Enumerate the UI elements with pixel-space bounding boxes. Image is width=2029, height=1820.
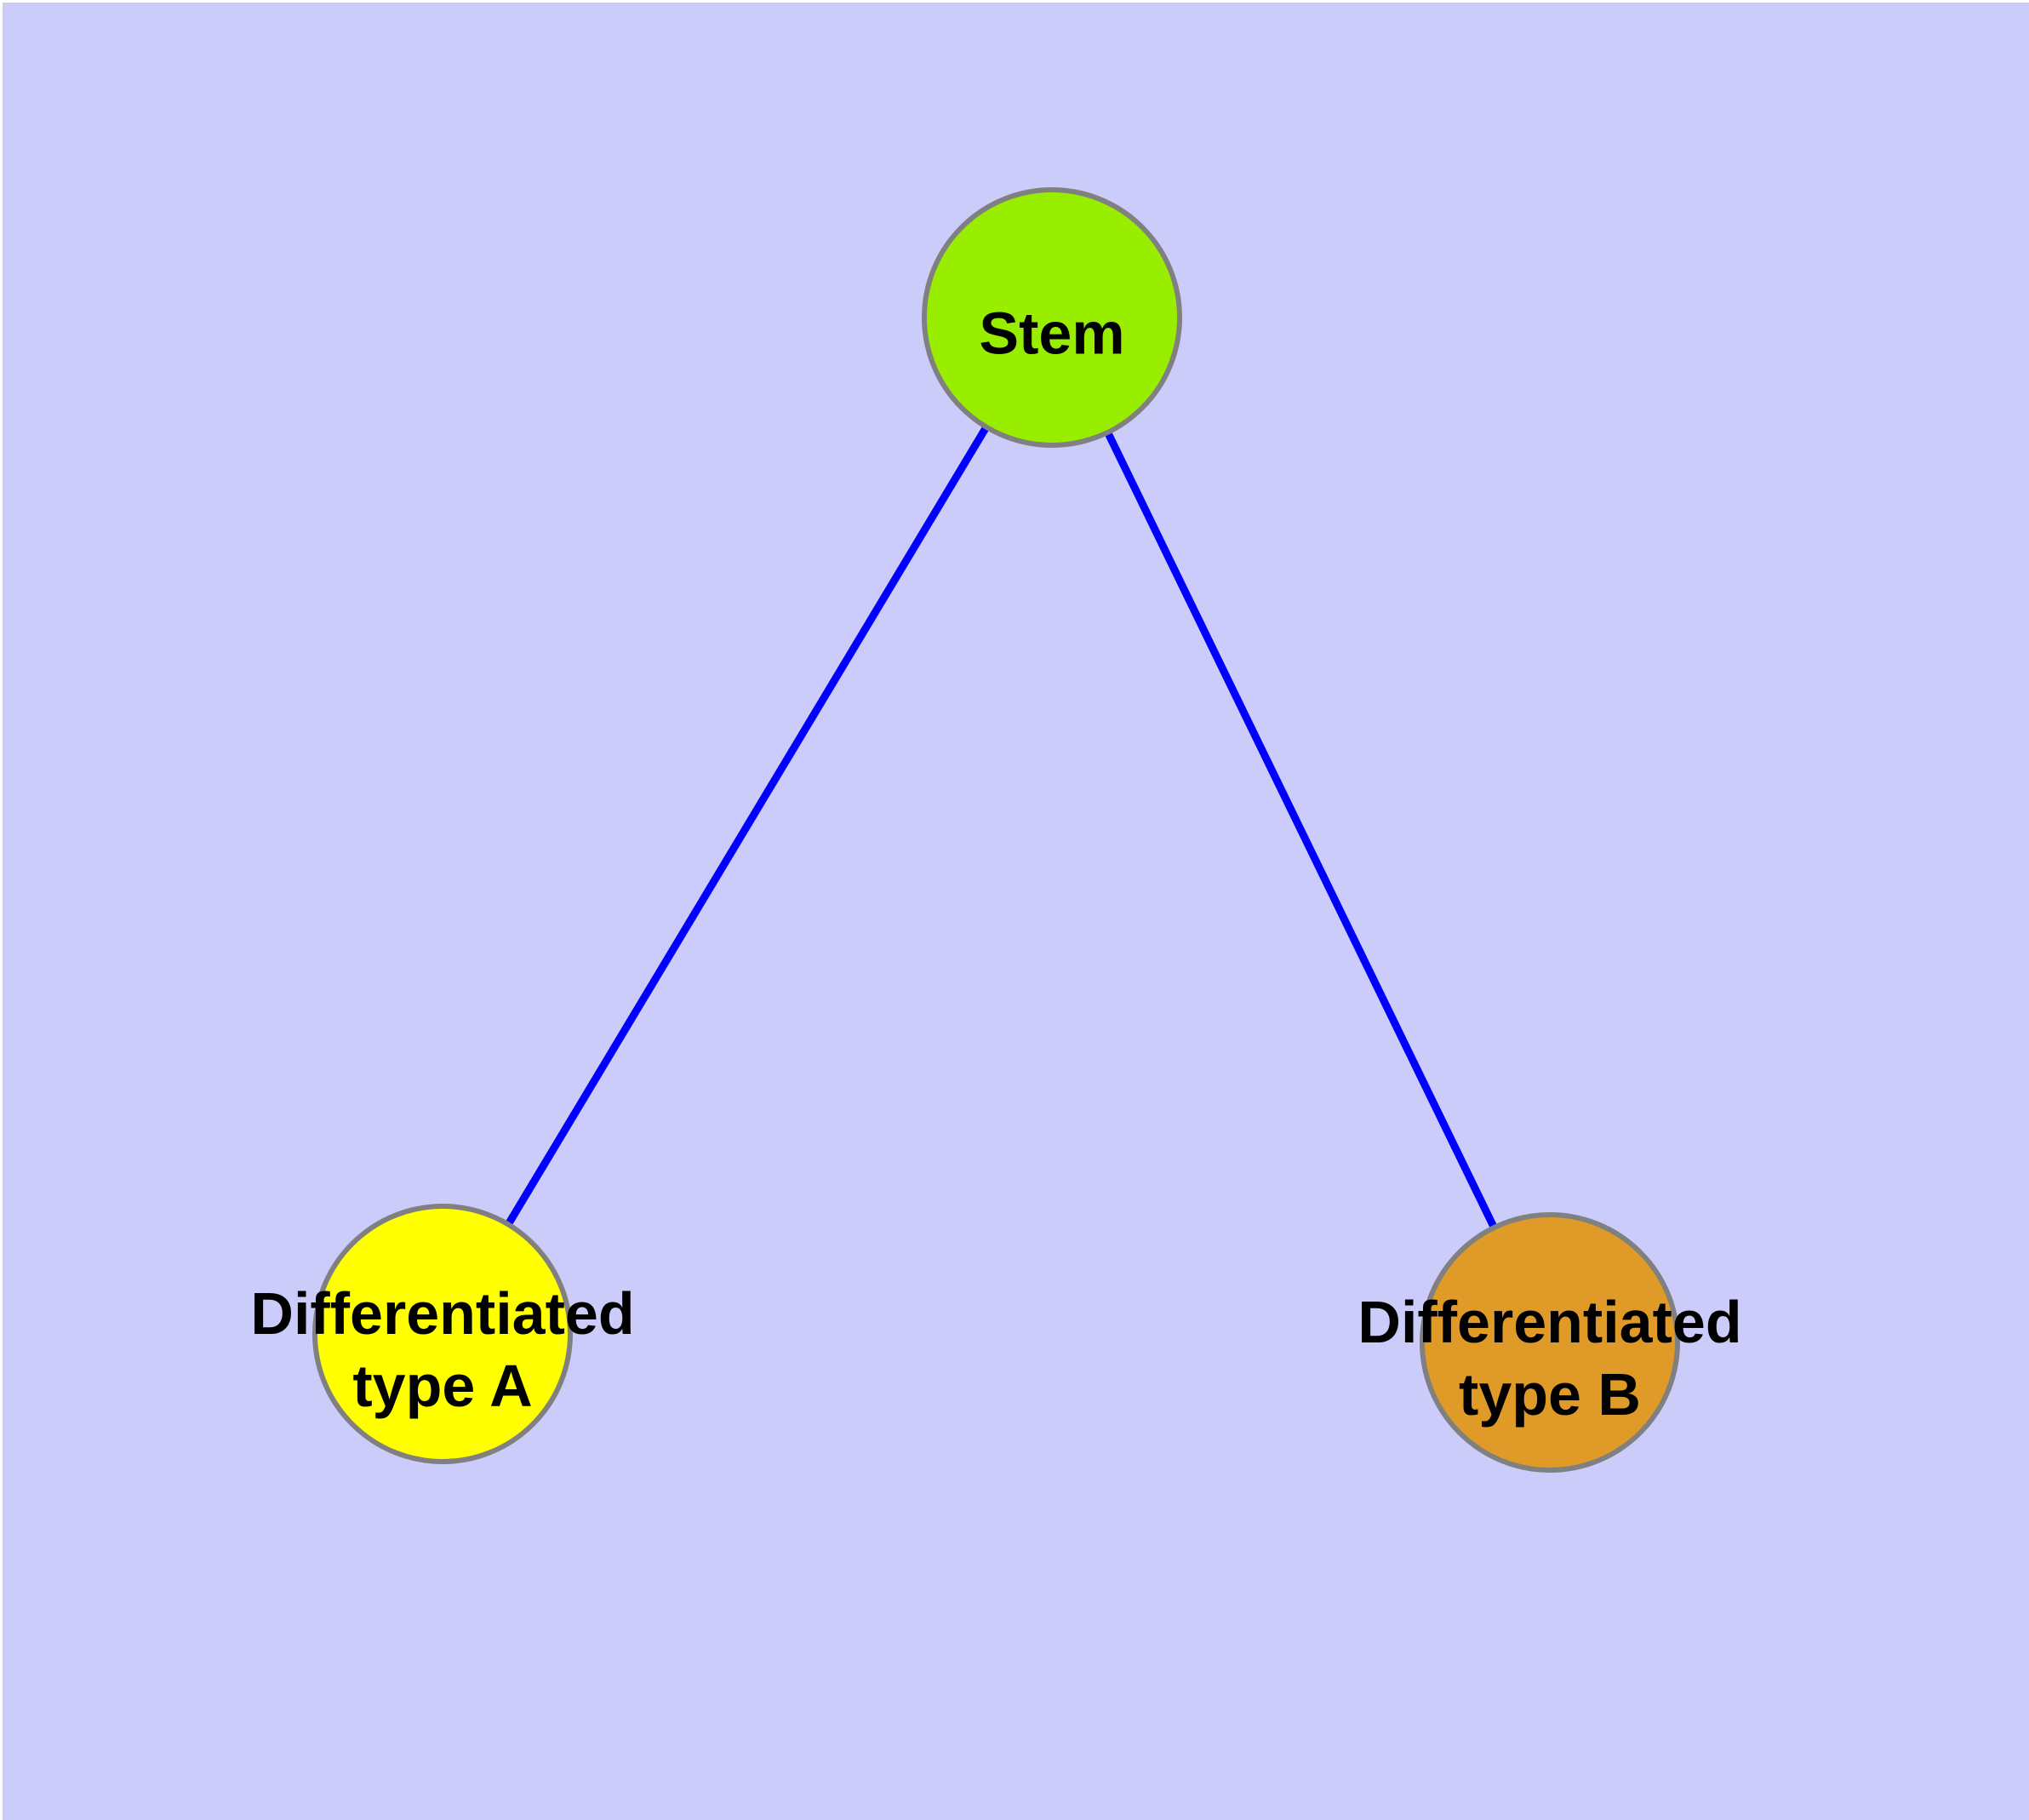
node-stem-circle[interactable] bbox=[922, 187, 1182, 448]
node-differentiated-type-a-circle[interactable] bbox=[312, 1204, 573, 1464]
node-stem[interactable]: Stem bbox=[922, 187, 1182, 448]
node-stem-label: Stem bbox=[979, 300, 1124, 367]
node-differentiated-type-b-circle[interactable] bbox=[1420, 1212, 1680, 1473]
edge-stem-to-diff-b[interactable] bbox=[1104, 430, 1498, 1230]
edge-stem-to-diff-a[interactable] bbox=[505, 425, 990, 1227]
edge-layer bbox=[505, 425, 1498, 1230]
